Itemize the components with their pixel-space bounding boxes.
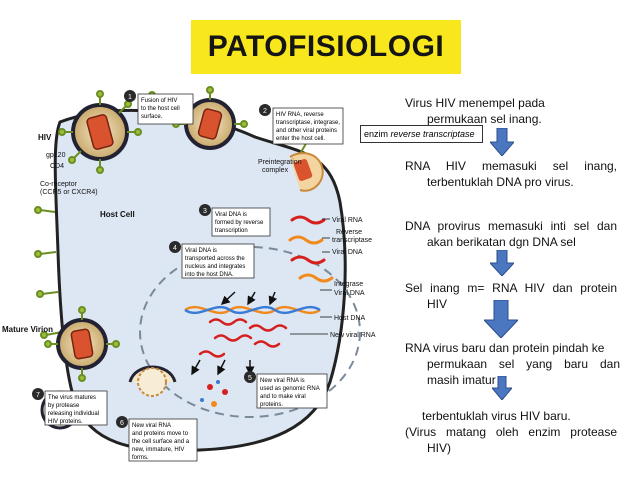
svg-text:to the host cell: to the host cell <box>141 106 180 112</box>
svg-text:Viral DNA is: Viral DNA is <box>215 212 247 218</box>
svg-text:New viral RNA: New viral RNA <box>132 423 171 429</box>
hiv-virion-free <box>58 90 142 174</box>
svg-text:1: 1 <box>128 94 132 101</box>
svg-text:and proteins move to: and proteins move to <box>132 431 189 437</box>
svg-text:into the host DNA.: into the host DNA. <box>185 272 234 278</box>
label-coreceptor-2: (CCR5 or CXCR4) <box>40 189 98 196</box>
svg-text:New viral RNA is: New viral RNA is <box>260 378 305 384</box>
capsid-entering <box>289 152 324 192</box>
svg-text:6: 6 <box>120 420 124 427</box>
enzyme-prefix: enzim <box>364 129 391 139</box>
callout-7: 7 The virus matures by protease releasin… <box>32 388 108 426</box>
flow-arrows <box>191 291 278 376</box>
label-coreceptor-1: Co-receptor <box>40 181 78 188</box>
viral-rna-strands <box>288 215 334 283</box>
svg-text:by protease: by protease <box>48 403 80 409</box>
host-cell-membrane <box>53 109 347 453</box>
svg-text:proteins.: proteins. <box>260 402 283 408</box>
label-new-viral-rna: New viral RNA <box>330 332 376 339</box>
svg-text:new, immature, HIV: new, immature, HIV <box>132 447 184 453</box>
callout-4: 4 Viral DNA is transported across the nu… <box>169 241 255 279</box>
svg-text:4: 4 <box>173 245 177 252</box>
svg-text:enter the host cell.: enter the host cell. <box>276 136 325 142</box>
hiv-virion-mature <box>44 306 120 382</box>
svg-text:HIV proteins.: HIV proteins. <box>48 419 83 425</box>
callout-3: 3 Viral DNA is formed by reverse transcr… <box>199 204 271 237</box>
svg-text:formed by reverse: formed by reverse <box>215 220 264 226</box>
arrow-down-3 <box>484 300 518 338</box>
svg-text:and other viral proteins: and other viral proteins <box>276 128 337 134</box>
callout-6: 6 New viral RNA and proteins move to the… <box>116 416 198 462</box>
label-preintegration-1: Preintegration <box>258 159 302 166</box>
enzyme-name: reverse transcriptase <box>390 129 475 139</box>
budding-virion <box>128 365 177 397</box>
step-5-line-1: RNA virus baru dan protein pindah ke <box>405 341 605 355</box>
svg-text:7: 7 <box>36 392 40 399</box>
nucleus <box>139 246 361 418</box>
step-6-line-1: terbentuklah virus HIV baru. <box>422 409 571 423</box>
label-host-cell: Host Cell <box>100 210 135 219</box>
svg-text:surface.: surface. <box>141 114 163 120</box>
label-viral-rna: Viral RNA <box>332 217 363 224</box>
svg-text:The virus matures: The virus matures <box>48 395 96 401</box>
arrow-down-2 <box>490 250 514 276</box>
label-cd4: CD4 <box>50 163 64 170</box>
arrow-down-4 <box>492 376 512 400</box>
label-host-dna: Host DNA <box>334 315 365 322</box>
svg-text:Fusion of HIV: Fusion of HIV <box>141 98 177 104</box>
svg-text:the cell surface and a: the cell surface and a <box>132 439 190 445</box>
svg-text:releasing individual: releasing individual <box>48 411 99 417</box>
viral-proteins <box>200 380 228 407</box>
svg-text:transported across the: transported across the <box>185 256 245 262</box>
step-1-line-1: Virus HIV menempel pada <box>405 96 545 110</box>
step-5-line-3: masih imatur <box>427 373 496 387</box>
step-2-line-1: RNA HIV memasuki sel inang, <box>405 159 617 173</box>
callout-1: 1 Fusion of HIV to the host cell surface… <box>124 90 194 125</box>
step-4-line-1: Sel inang m= RNA HIV dan protein <box>405 281 617 295</box>
enzyme-label-box: enzim reverse transcriptase <box>360 125 483 143</box>
svg-text:transcription: transcription <box>215 228 248 234</box>
label-gp120: gp120 <box>46 152 66 159</box>
svg-text:Viral DNA is: Viral DNA is <box>185 248 217 254</box>
step-3-line-2: akan berikatan dgn DNA sel <box>427 235 576 249</box>
label-mature-virion: Mature Virion <box>2 325 53 334</box>
svg-text:5: 5 <box>248 375 252 382</box>
new-viral-rna <box>198 318 288 358</box>
arrow-down-1 <box>490 128 514 156</box>
label-viral-dna-2: Viral DNA <box>334 290 365 297</box>
svg-text:HIV RNA, reverse: HIV RNA, reverse <box>276 112 324 118</box>
label-hiv: HIV <box>38 133 52 142</box>
svg-text:forms.: forms. <box>132 455 149 461</box>
label-integrase: Integrase <box>334 281 363 288</box>
step-3-line-1: DNA provirus memasuki inti sel dan <box>405 219 617 233</box>
title-banner: PATOFISIOLOGI <box>191 20 461 74</box>
svg-text:transcriptase, integrase,: transcriptase, integrase, <box>276 120 340 126</box>
svg-text:and to make viral: and to make viral <box>260 394 306 400</box>
step-5-line-2: permukaan sel yang baru dan <box>427 357 620 371</box>
svg-text:2: 2 <box>263 108 267 115</box>
step-1-line-2: permukaan sel inang. <box>427 112 542 126</box>
svg-text:nucleus and integrates: nucleus and integrates <box>185 264 245 270</box>
label-transcriptase: transcriptase <box>332 237 372 244</box>
svg-text:used as genomic RNA: used as genomic RNA <box>260 386 320 392</box>
step-4-line-2: HIV <box>427 297 448 311</box>
svg-text:3: 3 <box>203 208 207 215</box>
label-reverse: Reverse <box>336 229 362 236</box>
step-6-line-3: HIV) <box>427 441 451 455</box>
page-title: PATOFISIOLOGI <box>207 30 445 63</box>
label-preintegration-2: complex <box>262 167 289 174</box>
step-2-line-2: terbentuklah DNA pro virus. <box>427 175 574 189</box>
step-6-line-2: (Virus matang oleh enzim protease <box>405 425 617 439</box>
callout-5: 5 New viral RNA is used as genomic RNA a… <box>244 371 328 409</box>
host-dna-helix <box>184 305 321 315</box>
callout-2: 2 HIV RNA, reverse transcriptase, integr… <box>259 104 344 145</box>
label-viral-dna: Viral DNA <box>332 249 363 256</box>
hiv-lifecycle-diagram: HIV gp120 CD4 Co-receptor (CCR5 or CXCR4… <box>2 86 376 462</box>
